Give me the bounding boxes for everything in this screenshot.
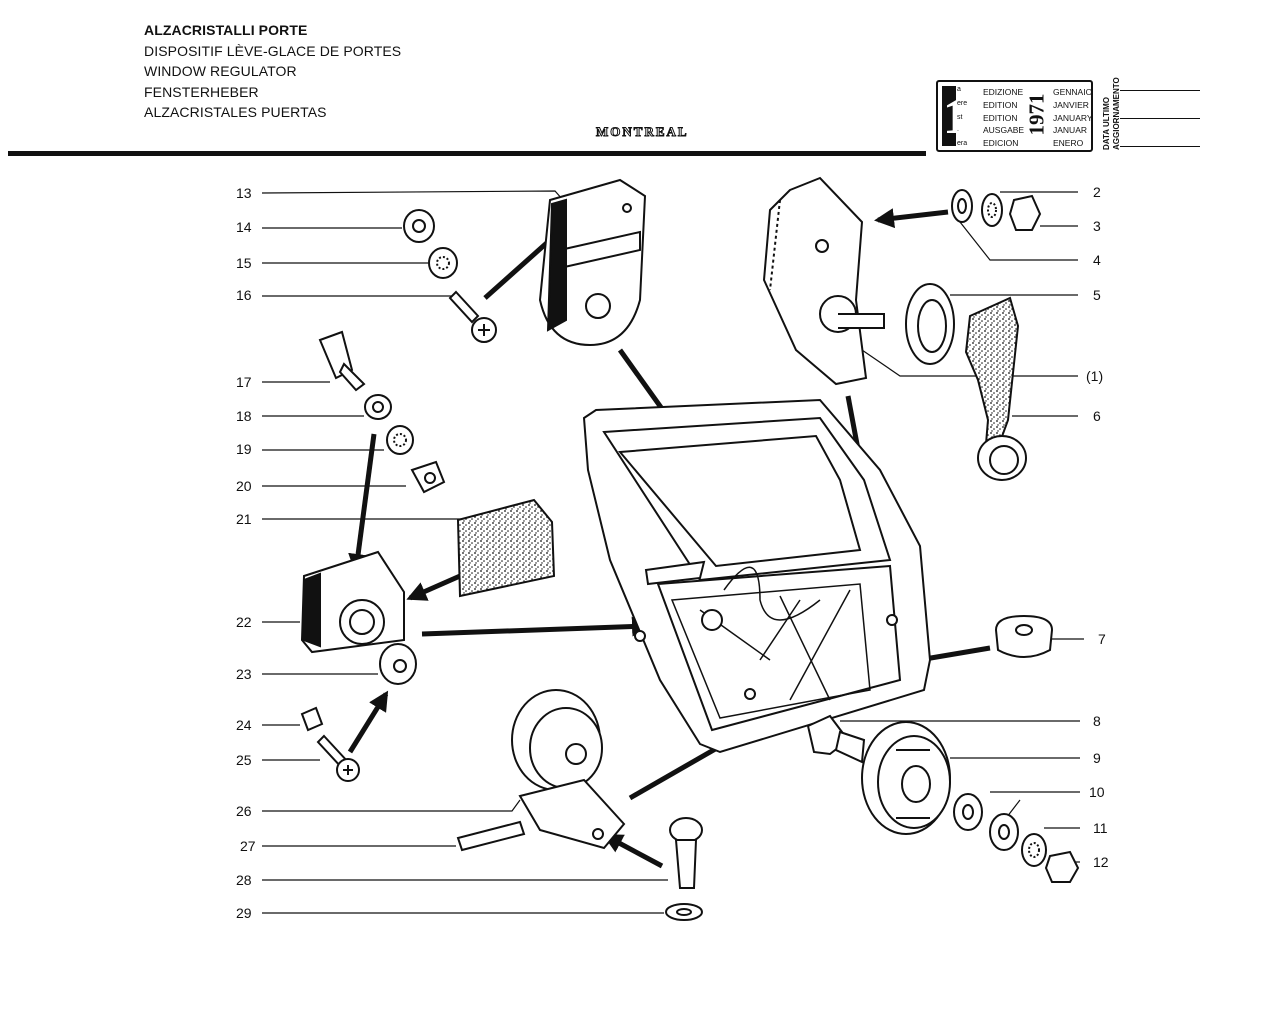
door-assembly [582,398,932,754]
fasteners-lower [456,817,703,921]
update-date-line [1120,90,1200,91]
regulator-mechanism [762,176,885,386]
leader-line [262,799,521,812]
edition-ordinal: a [957,86,961,93]
title-german: FENSTERHEBER [144,83,259,100]
fasteners-upper-left [403,209,497,343]
screw-16 [448,290,480,324]
grommet-7 [994,614,1054,658]
leader-line [959,221,1078,261]
callout-label: 28 [236,872,252,888]
callout-label: 27 [240,838,256,854]
callout-label: 15 [236,255,252,271]
callout-label: 29 [236,905,252,921]
callout-label: 3 [1093,218,1101,234]
callout-label: 25 [236,752,252,768]
pulley-9 [861,721,951,835]
assembly-arrow [406,573,462,601]
fasteners-upper-right [951,189,1042,231]
fasteners-lower-left [300,643,417,782]
edition-month: ENERO [1053,138,1084,148]
callout-label: 6 [1093,408,1101,424]
title-italian: ALZACRISTALLI PORTE [144,22,308,38]
felt-pad-21 [456,498,556,598]
edition-number: 1 [943,88,968,144]
right-callout-labels: 2 3 4 5 (1) 6 7 8 9 10 11 12 [1086,184,1109,870]
edition-month: GENNAIO [1053,87,1093,97]
edition-month: JANUARY [1053,113,1093,123]
callout-label: (1) [1086,368,1103,384]
assembly-arrow [347,690,389,754]
leader-line [261,190,564,201]
callout-label: 9 [1093,750,1101,766]
edition-word: EDITION [983,100,1018,110]
callout-label: 7 [1098,631,1106,647]
callout-label: 8 [1093,713,1101,729]
slider-block-22 [300,550,405,654]
fasteners-left [318,330,446,494]
pulley-bracket-upper [538,178,647,347]
callout-label: 22 [236,614,252,630]
fasteners-lower-right [953,793,1080,883]
callout-label: 19 [236,441,252,457]
update-date-line [1120,146,1200,147]
title-spanish: ALZACRISTALES PUERTAS [144,104,327,120]
assembly-arrow [348,433,377,574]
model-name: MONTREAL [596,124,689,140]
title-english: WINDOW REGULATOR [144,63,297,79]
callout-label: 12 [1093,854,1109,870]
screw-28 [669,817,703,843]
edition-ordinal: . [957,126,959,133]
callout-label: 20 [236,478,252,494]
window-crank-handle-6 [964,296,1027,481]
callout-label: 18 [236,408,252,424]
callout-label: 13 [236,185,252,201]
nut-24 [300,706,324,732]
edition-ordinal: era [957,140,968,147]
callout-label: 14 [236,219,252,235]
pulley-bracket-lower-26 [511,689,626,850]
callout-label: 17 [236,374,252,390]
callout-label: 26 [236,803,252,819]
edition-word: EDITION [983,113,1018,123]
pin-27 [456,820,526,852]
header-rule [8,151,926,156]
assembly-arrow [421,616,652,637]
callout-label: 24 [236,717,252,733]
edition-month: JANUAR [1053,125,1088,135]
update-date-line [1120,118,1200,119]
edition-word: EDIZIONE [983,87,1024,97]
escutcheon-5 [905,283,955,365]
edition-word: EDICION [983,138,1019,148]
edition-number-badge: 1 [942,86,968,146]
edition-word: AUSGABE [983,125,1025,135]
callout-label: 16 [236,287,252,303]
leader-line [861,349,1078,377]
left-callout-labels: 13 14 15 16 17 18 19 20 21 22 23 24 25 2… [236,185,256,921]
edition-ordinal: ere [957,100,968,107]
edition-month: JANVIER [1053,100,1089,110]
callout-label: 10 [1089,784,1105,800]
title-french: DISPOSITIF LÈVE-GLACE DE PORTES [144,42,402,59]
callout-label: 5 [1093,287,1101,303]
nut-12 [1044,850,1080,883]
assembly-arrow [602,833,664,869]
assembly-arrow [874,208,949,229]
callout-label: 2 [1093,184,1101,200]
callout-label: 23 [236,666,252,682]
callout-label: 21 [236,511,252,527]
callout-label: 11 [1093,820,1108,836]
edition-ordinal: st [957,114,963,121]
nut-3 [1008,194,1042,231]
title-block: ALZACRISTALLI PORTE DISPOSITIF LÈVE-GLAC… [144,20,401,123]
right-leader-lines [840,191,1084,863]
pivot-bolt-8 [806,714,866,764]
callout-label: 4 [1093,252,1101,268]
edition-box: 1 a ere st . era EDIZIONE EDITION EDITIO… [936,80,1093,152]
